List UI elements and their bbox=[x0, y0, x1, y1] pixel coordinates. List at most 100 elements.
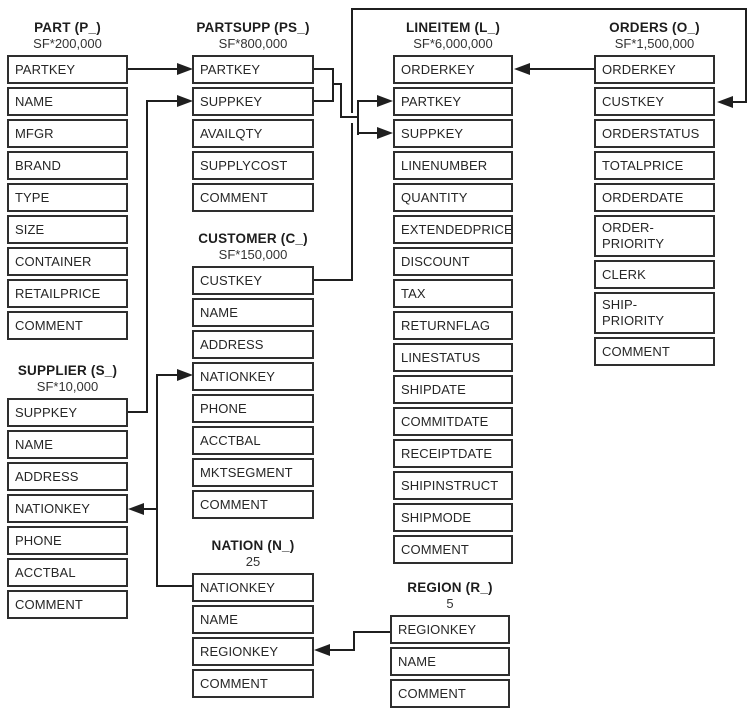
table-row-shipdate: SHIPDATE bbox=[393, 375, 513, 404]
table-row-name: NAME bbox=[7, 87, 128, 116]
table-row-quantity: QUANTITY bbox=[393, 183, 513, 212]
table-row-linestatus: LINESTATUS bbox=[393, 343, 513, 372]
edge-customer-orders-segment bbox=[351, 9, 353, 113]
table-row-partkey: PARTKEY bbox=[393, 87, 513, 116]
edge-partsupp-lineitem-segment bbox=[332, 68, 334, 102]
table-row-totalprice: TOTALPRICE bbox=[594, 151, 715, 180]
edge-customer-orders-segment bbox=[733, 101, 747, 103]
table-row-shipmode: SHIPMODE bbox=[393, 503, 513, 532]
edge-partsupp-lineitem-segment bbox=[314, 68, 334, 70]
table-row-suppkey: SUPPKEY bbox=[192, 87, 314, 116]
table-row-custkey: CUSTKEY bbox=[192, 266, 314, 295]
table-supplier-subtitle: SF*10,000 bbox=[36, 379, 99, 394]
table-row-ship-priority: SHIP- PRIORITY bbox=[594, 292, 715, 334]
table-row-name: NAME bbox=[192, 298, 314, 327]
table-row-comment: COMMENT bbox=[393, 535, 513, 564]
table-row-clerk: CLERK bbox=[594, 260, 715, 289]
edge-customer-orders-arrowhead-icon bbox=[717, 96, 733, 108]
table-row-comment: COMMENT bbox=[594, 337, 715, 366]
table-row-comment: COMMENT bbox=[7, 590, 128, 619]
table-customer-title: CUSTOMER (C_) bbox=[198, 231, 308, 246]
table-row-comment: COMMENT bbox=[192, 183, 314, 212]
table-row-extendedprice: EXTENDEDPRICE bbox=[393, 215, 513, 244]
edge-customer-orders-segment bbox=[351, 8, 747, 10]
edge-region-nation-segment bbox=[330, 649, 355, 651]
table-row-custkey: CUSTKEY bbox=[594, 87, 715, 116]
table-row-supplycost: SUPPLYCOST bbox=[192, 151, 314, 180]
edge-partsupp-lineitem-segment bbox=[357, 132, 377, 134]
table-lineitem-subtitle: SF*6,000,000 bbox=[413, 36, 493, 51]
table-row-mfgr: MFGR bbox=[7, 119, 128, 148]
edge-nation-supplier-segment bbox=[144, 508, 158, 510]
table-row-phone: PHONE bbox=[7, 526, 128, 555]
table-row-commitdate: COMMITDATE bbox=[393, 407, 513, 436]
edge-partsupp-lineitem-segment bbox=[357, 100, 377, 102]
edge-customer-orders-segment bbox=[351, 123, 353, 281]
edge-region-nation-segment bbox=[353, 631, 355, 651]
table-row-acctbal: ACCTBAL bbox=[192, 426, 314, 455]
edge-partsupp-lineitem-segment bbox=[340, 116, 359, 118]
table-nation-title: NATION (N_) bbox=[211, 538, 295, 553]
table-row-name: NAME bbox=[390, 647, 510, 676]
edge-partsupp-lineitem-suppkey-arrowhead-icon bbox=[377, 127, 393, 139]
edge-partsupp-lineitem-segment bbox=[357, 100, 359, 135]
table-row-acctbal: ACCTBAL bbox=[7, 558, 128, 587]
table-row-orderstatus: ORDERSTATUS bbox=[594, 119, 715, 148]
table-row-receiptdate: RECEIPTDATE bbox=[393, 439, 513, 468]
edge-supplier-partsupp-arrowhead-icon bbox=[177, 95, 193, 107]
edge-region-nation-segment bbox=[355, 631, 390, 633]
table-partsupp-subtitle: SF*800,000 bbox=[218, 36, 288, 51]
table-row-comment: COMMENT bbox=[390, 679, 510, 708]
table-row-retailprice: RETAILPRICE bbox=[7, 279, 128, 308]
table-supplier-title: SUPPLIER (S_) bbox=[17, 363, 118, 378]
edge-part-partsupp-segment bbox=[128, 68, 177, 70]
edge-nation-supplier-arrowhead-icon bbox=[128, 503, 144, 515]
table-region-subtitle: 5 bbox=[446, 596, 454, 611]
table-row-suppkey: SUPPKEY bbox=[7, 398, 128, 427]
table-orders-subtitle: SF*1,500,000 bbox=[614, 36, 695, 51]
table-row-regionkey: REGIONKEY bbox=[192, 637, 314, 666]
table-row-orderdate: ORDERDATE bbox=[594, 183, 715, 212]
table-partsupp-title: PARTSUPP (PS_) bbox=[196, 20, 310, 35]
edge-part-partsupp-arrowhead-icon bbox=[177, 63, 193, 75]
table-row-linenumber: LINENUMBER bbox=[393, 151, 513, 180]
edge-supplier-partsupp-segment bbox=[146, 100, 177, 102]
table-supplier: SUPPLIER (S_) SF*10,000 SUPPKEY NAME ADDRE… bbox=[7, 363, 128, 622]
table-row-order-priority: ORDER- PRIORITY bbox=[594, 215, 715, 257]
edge-partsupp-lineitem-partkey-arrowhead-icon bbox=[377, 95, 393, 107]
table-row-container: CONTAINER bbox=[7, 247, 128, 276]
table-row-mktsegment: MKTSEGMENT bbox=[192, 458, 314, 487]
table-region: REGION (R_) 5 REGIONKEY NAME COMMENT bbox=[390, 580, 510, 711]
table-row-address: ADDRESS bbox=[7, 462, 128, 491]
table-row-phone: PHONE bbox=[192, 394, 314, 423]
edge-supplier-partsupp-segment bbox=[128, 411, 148, 413]
table-row-name: NAME bbox=[192, 605, 314, 634]
table-row-size: SIZE bbox=[7, 215, 128, 244]
table-row-tax: TAX bbox=[393, 279, 513, 308]
table-part-subtitle: SF*200,000 bbox=[33, 36, 102, 51]
edge-orders-lineitem-arrowhead-icon bbox=[514, 63, 530, 75]
table-orders-title: ORDERS (O_) bbox=[609, 20, 700, 35]
table-row-nationkey: NATIONKEY bbox=[192, 573, 314, 602]
table-region-title: REGION (R_) bbox=[407, 580, 493, 595]
table-row-name: NAME bbox=[7, 430, 128, 459]
table-row-regionkey: REGIONKEY bbox=[390, 615, 510, 644]
table-row-nationkey: NATIONKEY bbox=[7, 494, 128, 523]
edge-nation-customer-arrowhead-icon bbox=[177, 369, 193, 381]
edge-customer-orders-segment bbox=[314, 279, 353, 281]
edge-customer-orders-segment bbox=[745, 8, 747, 103]
table-region-rows: REGIONKEY NAME COMMENT bbox=[390, 615, 510, 708]
edge-nation-branch-segment bbox=[157, 585, 193, 587]
table-row-brand: BRAND bbox=[7, 151, 128, 180]
